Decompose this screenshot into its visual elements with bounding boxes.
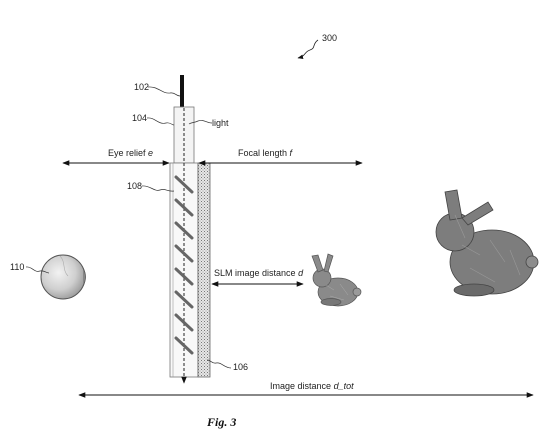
- slm-distance-label: SLM image distance d: [214, 268, 303, 279]
- large-bunny-image: [435, 189, 539, 297]
- eye-relief-text: Eye relief: [108, 148, 146, 158]
- eye-relief-var: e: [148, 148, 154, 158]
- slm-panel: [197, 162, 211, 378]
- ref-300-label: 300: [322, 33, 338, 43]
- ref-106-leader: [206, 359, 232, 369]
- image-distance-text: Image distance: [270, 381, 332, 391]
- ref-110-label: 110: [10, 262, 25, 272]
- image-distance-label: Image distance d_tot: [270, 381, 354, 392]
- ref-104-leader: [146, 117, 175, 126]
- ref-108-label: 108: [127, 181, 143, 191]
- hoe-elements: [174, 175, 194, 355]
- image-distance-var: d_tot: [333, 381, 354, 391]
- figure-caption: Fig. 3: [207, 415, 237, 429]
- ref-108-leader: [141, 185, 175, 192]
- small-bunny-image: [311, 253, 362, 307]
- focal-length-label: Focal length f: [238, 148, 292, 159]
- light-leader: [188, 120, 213, 125]
- ref-102-leader: [147, 86, 181, 97]
- ref-104-label: 104: [132, 113, 148, 123]
- focal-length-text: Focal length: [238, 148, 288, 158]
- light-label: light: [212, 118, 229, 128]
- slm-distance-var: d: [298, 268, 304, 278]
- focal-length-var: f: [289, 148, 293, 158]
- eye-relief-label: Eye relief e: [108, 148, 153, 159]
- slm-distance-text: SLM image distance: [214, 268, 296, 278]
- ref-110-leader: [25, 266, 50, 274]
- ref-102-label: 102: [134, 82, 150, 92]
- eye-illustration: [40, 254, 86, 300]
- ref-106-label: 106: [233, 362, 249, 372]
- light-source-bar: [180, 75, 184, 107]
- ref-300-leader: [297, 39, 319, 59]
